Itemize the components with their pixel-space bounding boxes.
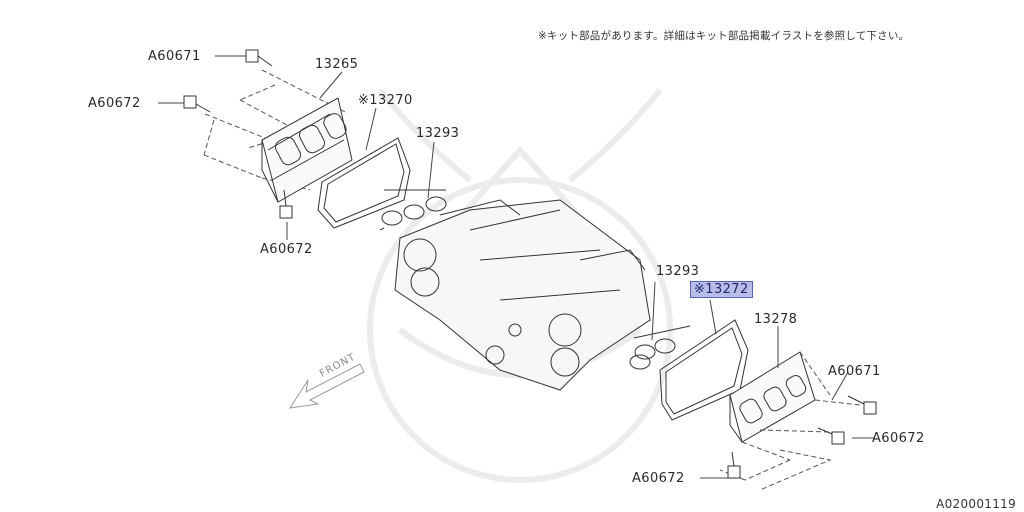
gasket-left <box>317 137 411 229</box>
seal-set-right <box>629 325 691 370</box>
part-label-a60672-top-bottom[interactable]: A60672 <box>260 242 313 257</box>
bolt-icon-right-2 <box>817 427 845 445</box>
bolt-icon-bottom <box>727 451 741 479</box>
bolt-icon-top-left <box>183 95 211 113</box>
bolt-icon-top <box>245 49 273 67</box>
front-direction-arrow <box>288 363 365 409</box>
cylinder-head-assembly <box>394 199 651 391</box>
leader-lines <box>158 55 874 479</box>
part-label-a60672-top-left[interactable]: A60672 <box>88 96 141 111</box>
part-label-a60672-right[interactable]: A60672 <box>872 431 925 446</box>
rocker-cover-left <box>261 97 353 203</box>
part-label-13265[interactable]: 13265 <box>315 57 359 72</box>
bolt-icon-right <box>847 395 877 415</box>
part-label-13293-top[interactable]: 13293 <box>416 126 460 141</box>
seal-set-left <box>379 189 447 231</box>
part-label-13293-right[interactable]: 13293 <box>656 264 700 279</box>
drawing-id: A020001119 <box>936 497 1016 511</box>
part-label-13272-highlight[interactable]: ※13272 <box>690 281 753 298</box>
guide-lines-bottom <box>719 351 861 491</box>
part-label-a60672-bottom[interactable]: A60672 <box>632 471 685 486</box>
rocker-cover-right <box>729 351 816 443</box>
part-label-a60671-top[interactable]: A60671 <box>148 49 201 64</box>
part-label-13278[interactable]: 13278 <box>754 312 798 327</box>
part-label-13270[interactable]: ※13270 <box>358 93 413 108</box>
kit-parts-note: ※キット部品があります。詳細はキット部品掲載イラストを参照して下さい。 <box>538 30 910 42</box>
bolt-icon-top-bottom <box>279 189 293 219</box>
part-label-a60671-right[interactable]: A60671 <box>828 364 881 379</box>
part-label-13272[interactable]: ※13272 <box>690 281 753 298</box>
